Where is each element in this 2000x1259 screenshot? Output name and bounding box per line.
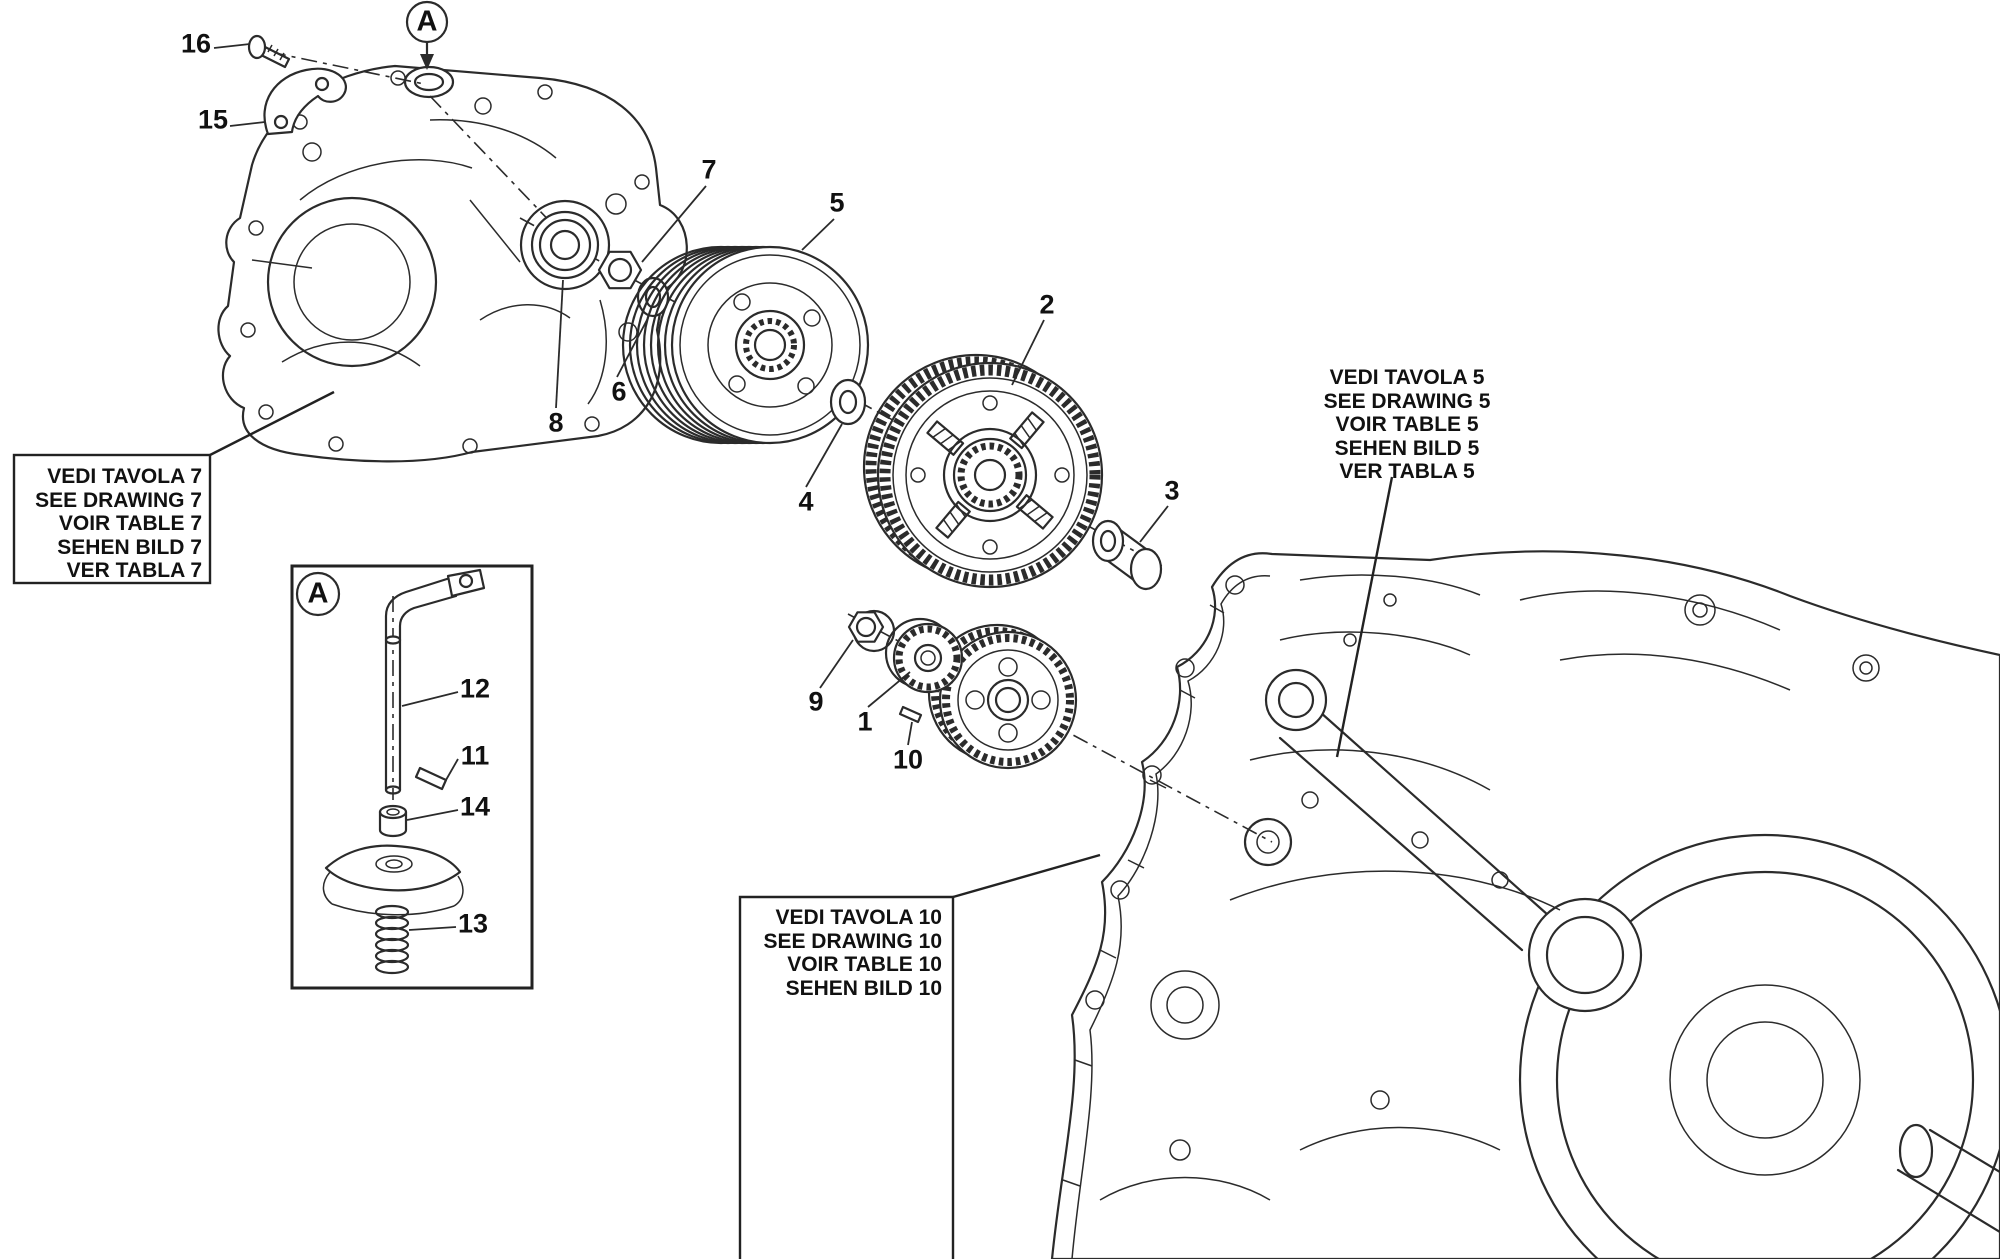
note-line: VER TABLA 5 (1339, 460, 1475, 484)
callout-2: 2 (1039, 289, 1055, 320)
note-line: VEDI TAVOLA 5 (1329, 366, 1485, 389)
washer-part4 (829, 378, 867, 426)
callout-6: 6 (611, 376, 627, 407)
note-line: SEE DRAWING 7 (35, 488, 202, 512)
note-line: VOIR TABLE 7 (58, 512, 202, 536)
note-line: VER TABLA 7 (66, 559, 202, 583)
callout-1: 1 (857, 706, 873, 737)
gear-part1 (884, 617, 964, 694)
note-connectors (12, 390, 1394, 1259)
bushing-part3 (1091, 519, 1163, 591)
mount-bracket-part15 (263, 67, 347, 136)
note-line: SEE DRAWING 10 (763, 929, 942, 953)
note-see-drawing-7: VEDI TAVOLA 7 SEE DRAWING 7 VOIR TABLE 7… (24, 465, 202, 583)
detail-a-label-inset: A (307, 577, 329, 610)
callout-9: 9 (808, 686, 824, 717)
callout-11: 11 (460, 740, 490, 771)
detail-a-label-top: A (416, 5, 438, 38)
right-crankcase (1050, 550, 2000, 1259)
callout-14: 14 (459, 791, 491, 822)
note-line: SEHEN BILD 7 (57, 535, 202, 559)
nut-part7 (597, 250, 643, 290)
clutch-basket-part2 (862, 353, 1104, 589)
detail-a-marker-top (405, 0, 449, 70)
callout-16: 16 (180, 28, 212, 59)
note-line: VOIR TABLE 5 (1335, 413, 1479, 437)
callout-15: 15 (197, 104, 229, 135)
note-line: VOIR TABLE 10 (787, 953, 942, 977)
clutch-plate-pack-part5 (621, 245, 870, 445)
callout-7: 7 (701, 154, 717, 185)
note-line: SEE DRAWING 5 (1323, 389, 1491, 413)
callout-10: 10 (892, 744, 924, 775)
callout-3: 3 (1164, 475, 1180, 506)
note-line: VEDI TAVOLA 7 (47, 465, 202, 488)
callout-13: 13 (457, 908, 489, 939)
note-see-drawing-5: VEDI TAVOLA 5 SEE DRAWING 5 VOIR TABLE 5… (1318, 366, 1496, 484)
note-line: VEDI TAVOLA 10 (775, 906, 942, 929)
note-line: SEHEN BILD 5 (1334, 436, 1480, 460)
callout-12: 12 (459, 673, 491, 704)
callout-5: 5 (829, 187, 845, 218)
nut-part9 (847, 609, 896, 653)
detail-inset-box (290, 564, 534, 990)
callout-4: 4 (798, 486, 814, 517)
callout-8: 8 (548, 407, 564, 438)
note-line: SEHEN BILD 10 (785, 976, 942, 1000)
mount-screw-part16 (247, 34, 291, 69)
callout-leader-lines (213, 43, 1169, 931)
bearing-part8 (530, 210, 600, 280)
woodruff-key-part10 (898, 705, 923, 724)
note-see-drawing-10: VEDI TAVOLA 10 SEE DRAWING 10 VOIR TABLE… (750, 906, 942, 1000)
